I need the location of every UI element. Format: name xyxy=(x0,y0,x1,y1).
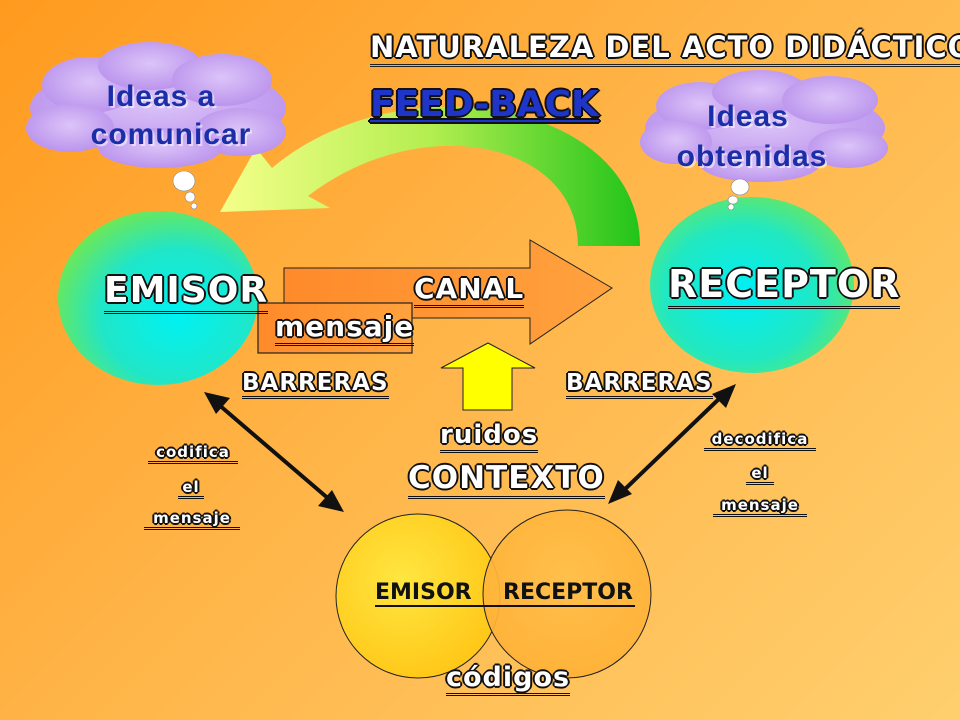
cloud-right-bubbles xyxy=(727,178,750,211)
cloud-right-line2: obtenidas xyxy=(676,140,828,173)
feedback-arrow xyxy=(220,106,640,246)
emisor-label: EMISOR xyxy=(104,270,269,314)
cloud-right-line1: Ideas xyxy=(707,100,789,133)
codigos-label: códigos xyxy=(446,662,571,696)
contexto-label: CONTEXTO xyxy=(408,460,605,499)
cloud-left xyxy=(26,42,286,168)
venn-underline xyxy=(375,605,635,607)
receptor-label: RECEPTOR xyxy=(668,262,901,309)
barreras-left-label: BARRERAS xyxy=(242,370,389,399)
venn-receptor-circle xyxy=(482,509,652,679)
decodifica-arrow xyxy=(608,384,736,504)
barreras-right-label: BARRERAS xyxy=(566,370,713,399)
venn-receptor-label: RECEPTOR xyxy=(503,580,633,605)
codifica-line2: el xyxy=(178,478,204,499)
decodifica-line2: el xyxy=(746,464,774,485)
mensaje-label: mensaje xyxy=(275,310,415,346)
ruidos-arrow xyxy=(440,342,536,411)
venn-emisor-label: EMISOR xyxy=(375,580,472,605)
page-title: NATURALEZA DEL ACTO DIDÁCTICO xyxy=(370,30,960,67)
codifica-arrow xyxy=(204,392,344,512)
receptor-circle xyxy=(650,197,854,373)
cloud-right xyxy=(640,70,888,182)
codifica-line3: mensaje xyxy=(144,509,240,530)
decodifica-line3: mensaje xyxy=(713,496,807,517)
cloud-left-bubbles xyxy=(172,170,198,210)
emisor-circle xyxy=(58,211,258,385)
canal-label: CANAL xyxy=(414,272,525,308)
cloud-left-line2: comunicar xyxy=(90,118,252,151)
cloud-left-line1: Ideas a xyxy=(106,80,216,113)
codifica-line1: codifica xyxy=(148,443,238,464)
ruidos-label: ruidos xyxy=(440,420,539,453)
decodifica-line1: decodifica xyxy=(704,430,816,451)
feedback-label: FEED-BACK xyxy=(370,84,599,125)
